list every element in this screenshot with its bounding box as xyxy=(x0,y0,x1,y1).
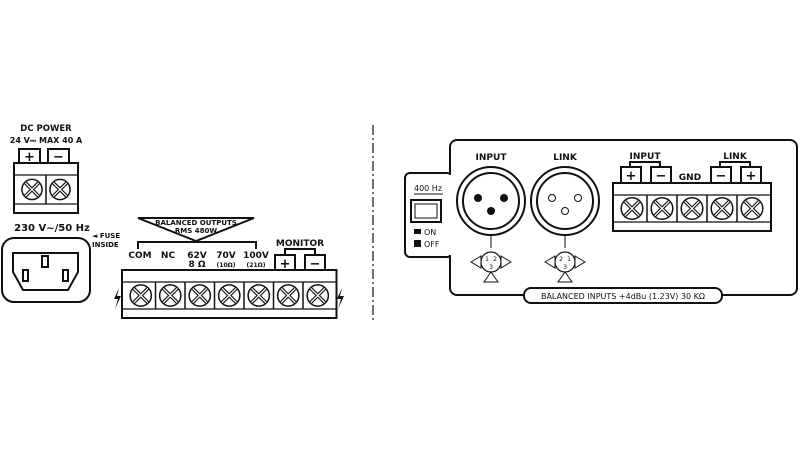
iec-earth-pin xyxy=(41,255,49,268)
pin-number: 3 xyxy=(563,264,567,271)
monitor-title: MONITOR xyxy=(276,239,324,249)
monitor-plus-label: + xyxy=(280,257,291,272)
dc-power-section: DC POWER 24 V⎓ MAX 40 A + − xyxy=(10,124,83,214)
fuse-label-1: ◄ FUSE xyxy=(92,232,120,240)
test-tone-switch[interactable] xyxy=(410,199,442,223)
output-screw-icon[interactable] xyxy=(306,284,330,307)
switch-off-label: OFF xyxy=(424,240,440,249)
switch-on-icon xyxy=(414,229,421,234)
monitor-minus-label: − xyxy=(310,257,321,272)
terminal-gnd-label: GND xyxy=(679,173,701,183)
output-terminal-impedance: 8 Ω xyxy=(188,260,205,270)
outputs-title: BALANCED OUTPUTS xyxy=(155,219,237,227)
outputs-triangle xyxy=(137,217,255,243)
output-terminal-label: 100V xyxy=(243,251,269,261)
dc-screw-icon[interactable] xyxy=(49,178,71,201)
iec-inlet[interactable] xyxy=(1,237,91,303)
output-terminal-block[interactable] xyxy=(121,269,338,319)
mains-rating: 230 V~/50 Hz xyxy=(14,223,90,234)
terminal-tab-label: − xyxy=(656,169,667,184)
xlr-link-label: LINK xyxy=(553,153,578,163)
output-terminal-label: 62V xyxy=(187,251,207,261)
output-terminal-label: 70V xyxy=(216,251,236,261)
output-screw-icon[interactable] xyxy=(188,284,212,307)
terminal-tab-label: + xyxy=(626,169,637,184)
input-spec-label: BALANCED INPUTS +4dBu (1.23V) 30 KΩ xyxy=(541,292,705,301)
output-screw-icon[interactable] xyxy=(217,284,241,307)
switch-off-icon xyxy=(414,240,421,247)
dc-minus-label: − xyxy=(53,150,64,165)
pin-number: 2 xyxy=(559,256,563,263)
xlr-input-label: INPUT xyxy=(476,153,508,163)
input-terminal-block[interactable] xyxy=(612,182,772,232)
dc-terminal-block[interactable] xyxy=(13,162,79,214)
input-screw-icon[interactable] xyxy=(680,196,704,221)
output-terminal-impedance: (21Ω) xyxy=(247,262,266,269)
iec-neutral-pin xyxy=(62,269,69,282)
dc-power-title: DC POWER xyxy=(20,124,72,134)
fuse-label-2: INSIDE xyxy=(92,241,119,249)
iec-socket-outline xyxy=(12,252,79,291)
terminal-tab-label: + xyxy=(746,169,757,184)
iec-live-pin xyxy=(22,269,29,282)
output-terminal-impedance: (10Ω) xyxy=(217,262,236,269)
input-screw-icon[interactable] xyxy=(620,196,644,221)
hazard-bolt-icon-left xyxy=(114,288,121,309)
output-terminal-label: COM xyxy=(128,251,151,261)
outputs-bracket xyxy=(137,241,257,249)
spec-label-pill xyxy=(523,287,723,304)
hazard-bolt-icon-right xyxy=(337,288,344,309)
mains-inlet-section: 230 V~/50 Hz ◄ FUSE INSIDE xyxy=(1,223,120,303)
pin-number: 3 xyxy=(489,264,493,271)
monitor-bracket xyxy=(284,248,316,254)
test-tone-label: 400 Hz xyxy=(414,184,442,193)
input-screw-icon[interactable] xyxy=(650,196,674,221)
outputs-power: RMS 480W xyxy=(175,227,217,235)
dc-plus-label: + xyxy=(24,150,35,165)
dc-screw-icon[interactable] xyxy=(21,178,43,201)
terminal-tab-label: − xyxy=(716,169,727,184)
output-screw-icon[interactable] xyxy=(129,284,153,307)
output-screw-icon[interactable] xyxy=(247,284,271,307)
terminal-link-label: LINK xyxy=(723,152,748,162)
switch-on-label: ON xyxy=(424,228,436,237)
input-screw-icon[interactable] xyxy=(710,196,734,221)
input-screw-icon[interactable] xyxy=(740,196,764,221)
pin-number: 1 xyxy=(485,256,489,263)
pin-number: 1 xyxy=(567,256,571,263)
output-screw-icon[interactable] xyxy=(158,284,182,307)
output-terminal-label: NC xyxy=(161,251,176,261)
output-screw-icon[interactable] xyxy=(276,284,300,307)
pin-number: 2 xyxy=(493,256,497,263)
terminal-input-label: INPUT xyxy=(630,152,662,162)
dc-power-spec: 24 V⎓ MAX 40 A xyxy=(10,136,83,145)
